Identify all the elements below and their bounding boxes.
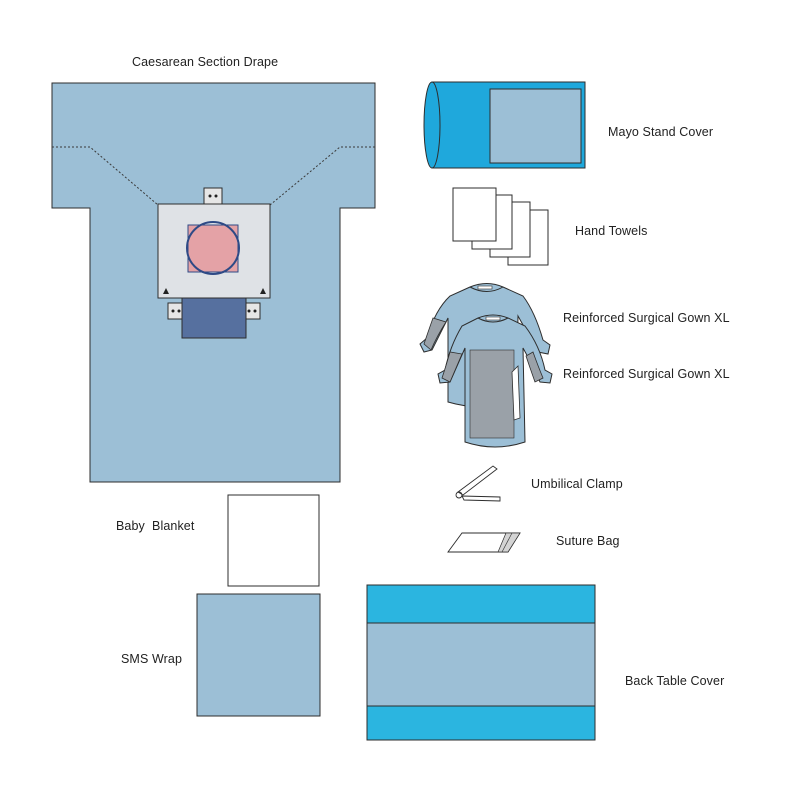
caesarean-drape-label: Caesarean Section Drape (132, 55, 279, 69)
back-table-cover-label: Back Table Cover (625, 674, 725, 688)
baby-blanket (227, 494, 320, 587)
mayo-stand-cover-label: Mayo Stand Cover (608, 125, 714, 139)
sms-wrap-label: SMS Wrap (121, 652, 182, 666)
gown-1-label: Reinforced Surgical Gown XL (563, 311, 730, 325)
baby-blanket-label: Baby Blanket (116, 519, 195, 533)
caesarean-section-drape (51, 82, 376, 483)
gown-2-label: Reinforced Surgical Gown XL (563, 367, 730, 381)
surgical-gown-front (437, 314, 553, 448)
incise-ring (186, 221, 240, 275)
incise-window (187, 224, 239, 273)
umbilical-clamp-label: Umbilical Clamp (531, 477, 623, 491)
suture-bag (447, 532, 521, 553)
back-table-center-panel (366, 622, 596, 707)
mayo-inner-panel (489, 88, 582, 164)
umbilical-clamp (455, 465, 501, 502)
fluid-pouch (181, 297, 247, 339)
gown-reinforcement (469, 349, 515, 439)
suture-bag-label: Suture Bag (556, 534, 620, 548)
back-table-cover (366, 584, 596, 741)
drape-fold-left (52, 146, 159, 206)
hand-towels-label: Hand Towels (575, 224, 648, 238)
drape-top-tab (203, 187, 223, 206)
mayo-stand-cover (423, 81, 586, 169)
sms-wrap (196, 593, 321, 717)
hand-towels (452, 187, 549, 266)
